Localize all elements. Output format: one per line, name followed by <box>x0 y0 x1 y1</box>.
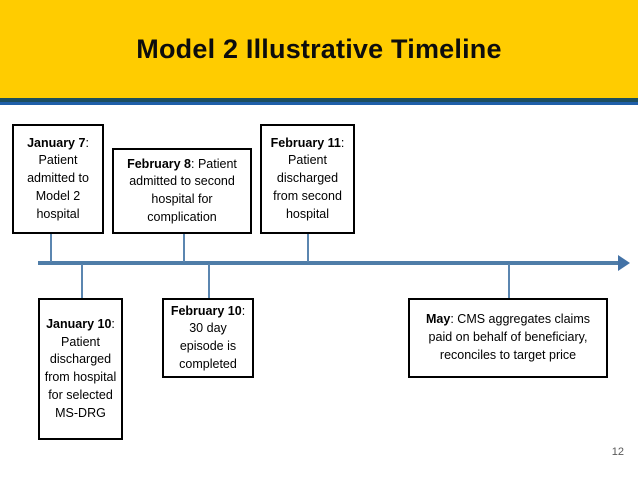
connector-line-jan7 <box>50 234 52 262</box>
event-description-may: CMS aggregates claims paid on behalf of … <box>428 312 590 362</box>
page-number: 12 <box>611 446 624 458</box>
event-separator-feb11: : <box>340 135 345 150</box>
page-title: Model 2 Illustrative Timeline <box>136 33 502 64</box>
event-box-jan10: January 10: Patient discharged from hosp… <box>38 298 123 440</box>
event-separator-jan10: : <box>111 316 115 331</box>
header-divider-blue <box>0 102 638 105</box>
event-description-feb10: 30 day episode is completed <box>179 321 237 371</box>
event-date-jan10: January 10 <box>46 316 112 331</box>
event-separator-jan7: : <box>85 135 89 150</box>
connector-line-jan10 <box>81 264 83 299</box>
event-date-feb10: February 10 <box>170 303 242 318</box>
timeline-axis <box>38 261 623 265</box>
event-separator-feb10: : <box>241 303 246 318</box>
event-box-feb10: February 10: 30 day episode is completed <box>162 298 254 378</box>
event-separator-feb8: : <box>191 156 195 171</box>
event-date-feb11: February 11 <box>270 135 341 150</box>
timeline-arrow-icon <box>618 255 630 271</box>
connector-line-feb8 <box>183 234 185 262</box>
event-description-jan7: Patient admitted to Model 2 hospital <box>27 153 89 221</box>
connector-line-feb11 <box>307 234 309 262</box>
event-date-feb8: February 8 <box>127 156 192 171</box>
event-text-feb10: February 10: 30 day episode is completed <box>168 303 248 374</box>
connector-line-feb10 <box>208 264 210 299</box>
event-text-jan10: January 10: Patient discharged from hosp… <box>44 316 117 423</box>
event-box-feb11: February 11: Patient discharged from sec… <box>260 124 355 234</box>
event-box-jan7: January 7: Patient admitted to Model 2 h… <box>12 124 104 234</box>
event-text-feb11: February 11: Patient discharged from sec… <box>266 135 349 224</box>
header-divider-dark <box>0 98 638 102</box>
event-text-may: May: CMS aggregates claims paid on behal… <box>414 311 602 364</box>
header-band <box>0 0 638 98</box>
event-text-feb8: February 8: Patient admitted to second h… <box>118 156 246 227</box>
event-box-may: May: CMS aggregates claims paid on behal… <box>408 298 608 378</box>
event-text-jan7: January 7: Patient admitted to Model 2 h… <box>18 135 98 224</box>
event-date-jan7: January 7 <box>27 135 86 150</box>
event-separator-may: : <box>450 312 454 327</box>
event-box-feb8: February 8: Patient admitted to second h… <box>112 148 252 234</box>
event-description-feb8: Patient admitted to second hospital for … <box>129 156 237 224</box>
event-description-feb11: Patient discharged from second hospital <box>273 153 342 221</box>
event-date-may: May <box>426 312 451 327</box>
event-description-jan10: Patient discharged from hospital for sel… <box>44 334 117 420</box>
connector-line-may <box>508 264 510 299</box>
